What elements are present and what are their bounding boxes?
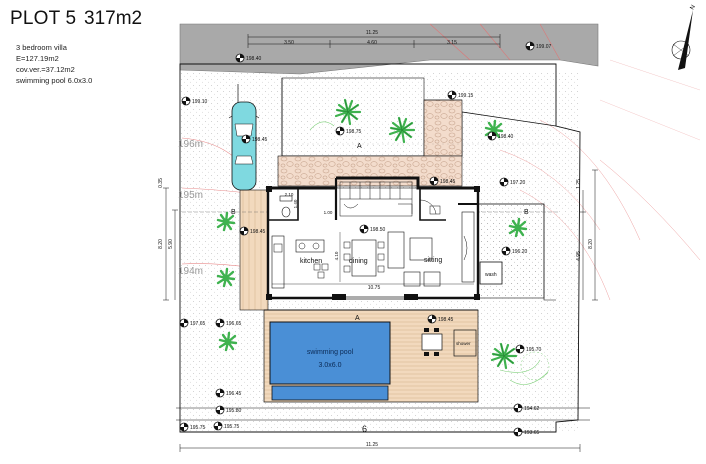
label-levels-14: 198.45 xyxy=(438,317,454,323)
dim-left-top: 0.35 xyxy=(158,178,164,188)
label-levels-10: 198.45 xyxy=(250,229,266,235)
dim-right-total: 8.20 xyxy=(588,239,594,249)
dim-right-mid: 4.95 xyxy=(576,251,582,261)
label-levels-7: 198.45 xyxy=(440,179,456,185)
label-levels-21: 193.65 xyxy=(524,430,540,436)
svg-text:N: N xyxy=(690,4,697,11)
dim-left-total: 8.20 xyxy=(158,239,164,249)
pool-size: 3.0x6.0 xyxy=(319,362,342,369)
label-levels-20: 195.75 xyxy=(224,424,240,430)
label-levels-0: 198.40 xyxy=(246,56,262,62)
label-levels-11: 196.20 xyxy=(512,249,528,255)
dim-bottom-total: 11.25 xyxy=(366,442,378,448)
plot-number: 6 xyxy=(362,424,367,434)
room-dining: dining xyxy=(349,258,368,265)
plot-title: PLOT 5 xyxy=(10,8,77,29)
dim-wall-gap: 4.10 xyxy=(334,251,339,260)
level-values: 198.40 199.07 199.10 199.15 198.45 198.7… xyxy=(190,44,552,436)
label-levels-12: 197.65 xyxy=(190,321,206,327)
dim-house-width: 10.75 xyxy=(368,285,381,291)
room-shower: shower xyxy=(456,341,471,346)
dim-top-right: 3.15 xyxy=(447,40,457,46)
plot-area: 317m2 xyxy=(84,8,143,29)
dim-top-total: 11.25 xyxy=(366,30,378,36)
dim-top-mid: 4.60 xyxy=(367,40,377,46)
label-levels-4: 198.45 xyxy=(252,137,268,143)
label-levels-9: 198.50 xyxy=(370,227,386,233)
label-levels-18: 194.62 xyxy=(524,406,540,412)
note-bedrooms: 3 bedroom villa xyxy=(16,43,67,52)
note-area: E=127.19m2 xyxy=(16,54,59,63)
note-pool: swimming pool 6.0x3.0 xyxy=(16,76,93,85)
label-levels-19: 195.75 xyxy=(190,425,206,431)
label-levels-17: 195.80 xyxy=(226,408,242,414)
label-levels-3: 199.15 xyxy=(458,93,474,99)
label-levels-5: 198.75 xyxy=(346,129,362,135)
car-icon xyxy=(228,101,260,191)
dim-left-sub: 5.90 xyxy=(168,239,174,249)
room-sitting: sitting xyxy=(424,257,442,264)
label-levels-15: 195.70 xyxy=(526,347,542,353)
pool-label: swimming pool xyxy=(307,349,354,356)
label-levels-16: 196.45 xyxy=(226,391,242,397)
contour-194: 194m xyxy=(178,266,203,277)
label-levels-1: 199.07 xyxy=(536,44,552,50)
label-levels-13: 196.65 xyxy=(226,321,242,327)
label-levels-2: 199.10 xyxy=(192,99,208,105)
room-wash: wash xyxy=(485,272,497,278)
room-kitchen: kitchen xyxy=(300,258,322,265)
contour-195: 195m xyxy=(178,190,203,201)
dim-top-left: 3.50 xyxy=(284,40,294,46)
section-b-right: B xyxy=(524,209,529,216)
dim-door: 1.00 xyxy=(324,210,333,215)
north-arrow-icon: N xyxy=(671,4,697,70)
label-levels-8: 197.20 xyxy=(510,180,526,186)
section-a-bottom: A xyxy=(355,315,360,322)
contour-196: 196m xyxy=(178,139,203,150)
section-b-left: B xyxy=(231,209,236,216)
section-a-top: A xyxy=(357,143,362,150)
dim-right-top: 1.25 xyxy=(576,179,582,189)
label-levels-6: 198.40 xyxy=(498,134,514,140)
note-coverage: cov.ver.=37.12m2 xyxy=(16,65,75,74)
dim-stair-h: 1.40 xyxy=(293,199,298,208)
dim-stair-w: 2.10 xyxy=(285,192,294,197)
